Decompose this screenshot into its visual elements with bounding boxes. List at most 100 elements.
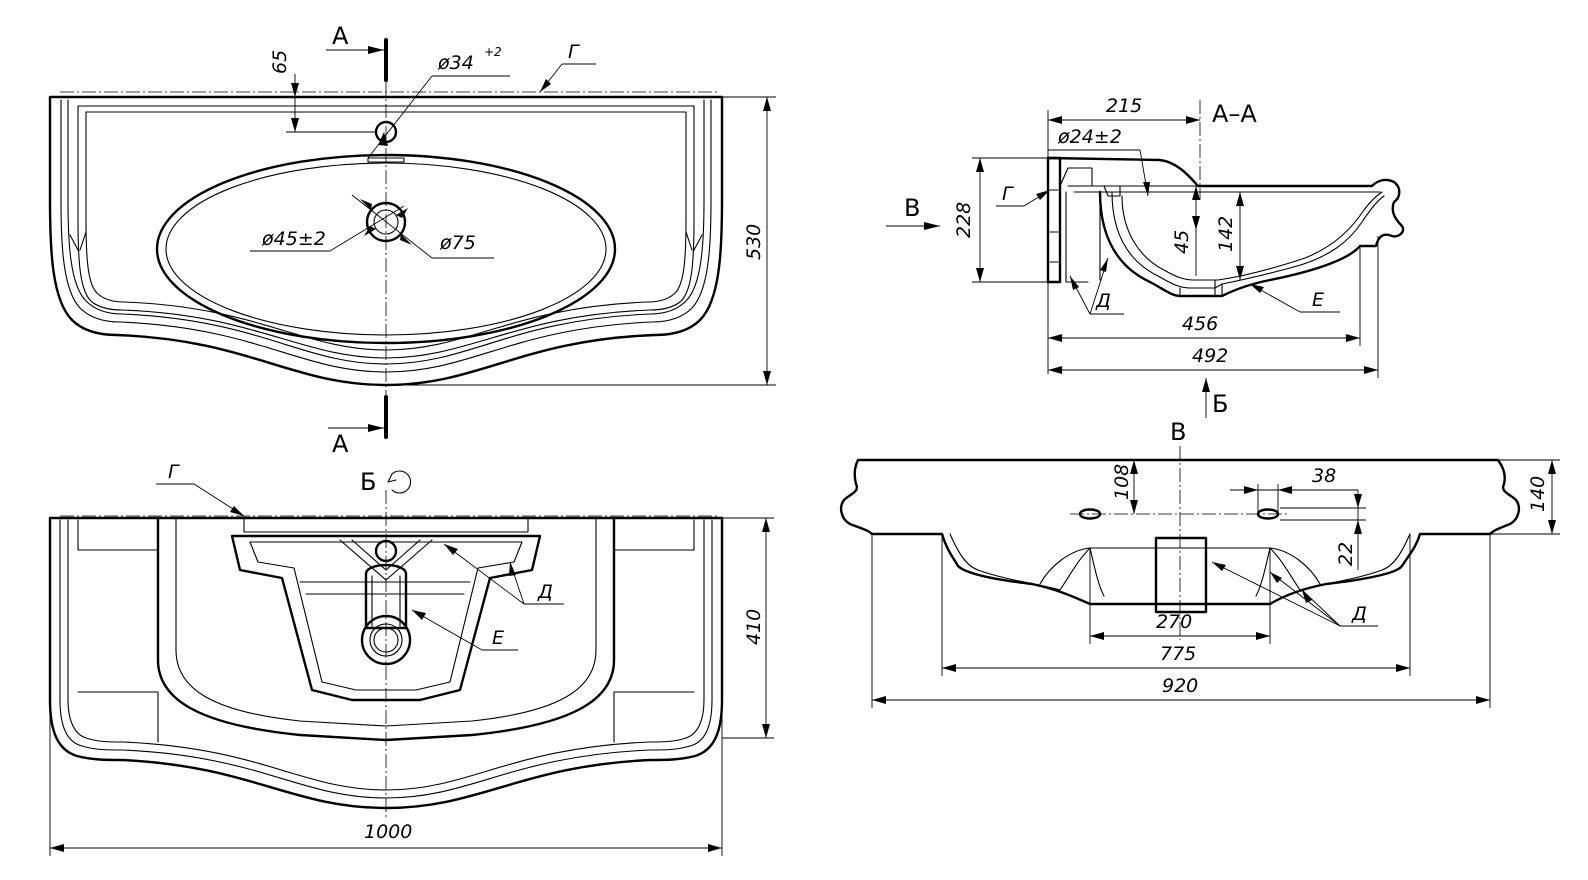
side-view-drain-body [1154,536,1208,606]
dim-920-arrow-left [872,696,886,704]
callout-e-section-arrow [1250,284,1264,293]
dim-38-arrow-left [1244,486,1258,494]
dim-530-text: 530 [743,224,765,260]
callout-d-bottom-leader-1 [443,543,525,605]
section-view: А–А 215 ø24±2 Г В [886,95,1405,418]
view-b-label: Б [360,468,376,496]
dim-tap-hole-leader [367,75,433,159]
callout-d-bottom-arrow-2 [509,562,516,576]
callout-g-section-arrow [1036,190,1050,200]
section-wall-hatch [1049,189,1059,263]
dim-410-arrow-bottom [762,724,770,738]
side-view-title: В [1170,418,1186,446]
section-title: А–А [1212,100,1257,128]
dim-38-text: 38 [1312,465,1336,487]
dim-228-arrow-top [976,158,984,172]
section-wall-block [1046,156,1062,284]
callout-d-side-arrow-1 [1212,562,1226,571]
dim-142-text: 142 [1215,216,1237,252]
dim-492-arrow-right [1364,366,1378,374]
bottom-view-block-left-bottom [77,691,159,743]
dim-142-arrow-top [1236,192,1244,206]
bottom-view-drain-channel [364,563,408,630]
dim-1000-arrow-left [50,844,64,852]
callout-e-bottom-arrow [412,610,426,620]
bottom-view-wall-recess [243,517,529,533]
dim-108-arrow-top [1130,460,1138,474]
section-bowl-inner-2 [1121,191,1383,281]
dim-65-arrow-bottom [291,118,299,132]
dim-drain-inner-arrow-2 [396,208,408,218]
dim-1000-text: 1000 [364,821,412,843]
side-view-outline [839,458,1521,614]
section-tap-boss [1059,167,1093,187]
side-view-inner-line-3 [1039,547,1321,585]
bottom-view-tap-hole [374,539,398,563]
bottom-view-rim-1 [59,519,713,799]
view-v-arrowhead [924,222,940,230]
dim-drain-inner-leader [329,205,405,252]
bottom-view-siphon-housing [230,534,542,702]
dim-215-arrow-right [1186,116,1200,124]
dim-775-arrow-left [942,664,956,672]
dim-410-text: 410 [743,609,765,645]
top-view-drain-outer [365,201,407,243]
side-view-inner-line-1 [949,533,1411,591]
callout-g-top-arrow [540,79,551,92]
callout-g-bottom-arrow [230,506,244,516]
section-overflow-hole [1103,185,1121,197]
bottom-view-bowl-outline [156,516,616,742]
callout-d-side-text: Д [1351,603,1367,625]
section-a-label-top: A [332,22,349,50]
dim-hole-text: ø24±2 [1057,126,1122,148]
bottom-view-siphon-inner [249,541,523,691]
view-b-label-section: Б [1212,390,1228,418]
section-a-label-bottom: A [332,430,349,458]
top-view-drain-inner [373,209,399,235]
top-view: A A 65 ø34 +2 Г ø45±2 ø75 [48,22,776,458]
dim-456-arrow-left [1048,334,1062,342]
dim-45-arrow-top [1192,186,1200,200]
dim-920-arrow-right [1476,696,1490,704]
callout-d-side-leader-1 [1211,561,1341,627]
callout-g-top-text: Г [568,41,580,63]
bottom-view-drain-channel-inner [371,575,401,627]
section-a-mark-top-arrowhead [368,46,384,54]
dim-775-arrow-right [1396,664,1410,672]
top-view-rim-line-2 [67,99,705,365]
dim-410-arrow-top [762,518,770,532]
bottom-view-drain-inner [373,627,399,653]
dim-tap-hole-tol: +2 [484,45,502,59]
view-b-rotation-symbol [387,470,412,494]
view-v-label-section: В [904,194,920,222]
top-view-bowl-outer [155,153,617,345]
dim-492-text: 492 [1192,345,1228,367]
dim-775-text: 775 [1160,643,1196,665]
bottom-view-overflow-y [339,539,433,581]
dim-drain-outer-leader [351,194,433,259]
top-view-overflow-slot [367,157,405,163]
section-drain-stub [1179,279,1223,297]
top-view-right-notch [685,231,703,251]
dim-tap-hole-text: ø34 [437,52,474,74]
dim-65-text: 65 [269,50,291,74]
section-bowl-inner-1 [1111,191,1385,289]
dim-270-arrow-left [1090,632,1104,640]
dim-tap-hole-arrow [378,132,388,146]
callout-e-bottom-text: Е [492,627,504,649]
callout-d-section-arrow-2 [1100,258,1108,272]
section-deck-top [1046,156,1405,298]
dim-456-text: 456 [1182,313,1218,335]
dim-142-arrow-bottom [1236,266,1244,280]
dim-drain-inner-arrow-1 [364,226,376,236]
callout-d-side-leader-3 [1301,589,1341,627]
bottom-view: Б Г [48,461,774,856]
section-a-mark-bottom-arrowhead [368,424,384,432]
dim-drain-inner-text: ø45±2 [261,228,326,250]
bottom-view-block-right-top [613,519,695,551]
callout-g-section-text: Г [1002,183,1014,205]
dim-1000-arrow-right [708,844,722,852]
callout-g-bottom-text: Г [168,461,180,483]
dim-22-text: 22 [1335,542,1357,566]
